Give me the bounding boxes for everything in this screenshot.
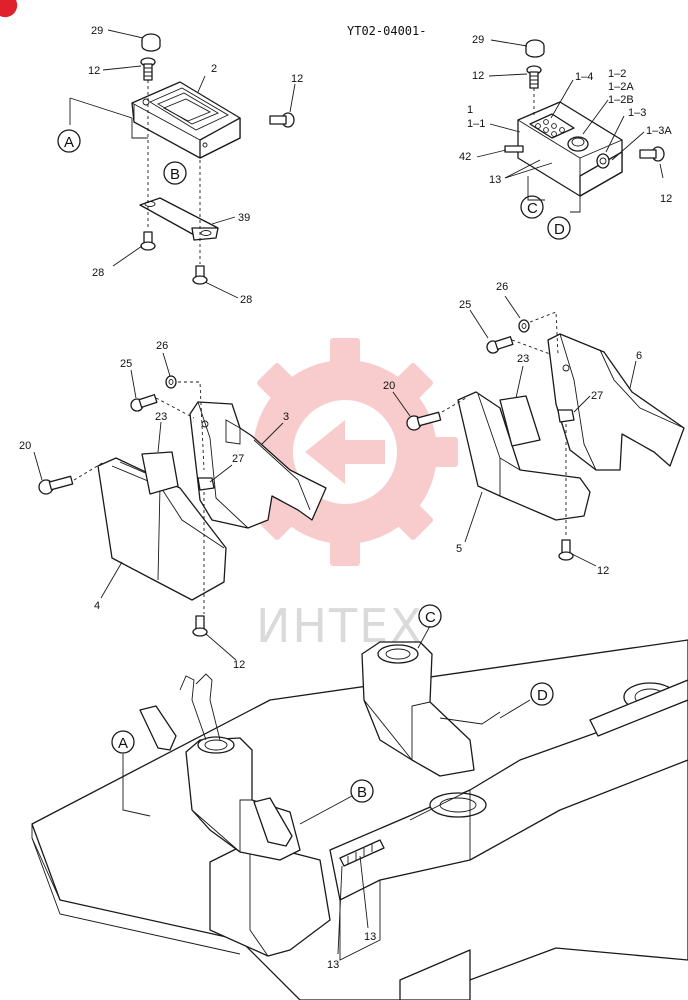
label-25-b: 25: [459, 299, 471, 311]
label-1-3A: 1–3A: [646, 125, 672, 137]
callout-B-bottom: B: [350, 779, 374, 803]
label-20-b: 20: [383, 380, 395, 392]
label-23-a: 23: [155, 411, 167, 423]
part-5-cover: [457, 391, 591, 521]
svg-text:A: A: [118, 735, 128, 752]
part-23-plate: [141, 451, 179, 495]
callout-C-bottom: C: [418, 604, 442, 628]
svg-text:D: D: [554, 221, 565, 238]
bolt-20-b: [406, 411, 442, 431]
bolt-12-c: [526, 65, 542, 89]
part-23-plate-b: [499, 395, 541, 447]
label-13-a: 13: [489, 174, 501, 186]
label-12-a: 12: [88, 65, 100, 77]
label-4: 4: [94, 600, 100, 612]
callout-D-top: D: [547, 216, 571, 240]
callout-A-bottom: A: [111, 730, 135, 754]
label-12-b: 12: [291, 73, 303, 85]
washer-26-a: [165, 375, 177, 389]
label-1-1: 1–1: [467, 118, 485, 130]
callout-C-top: C: [520, 195, 544, 219]
part-2-cover: [131, 81, 241, 159]
label-42: 42: [459, 151, 471, 163]
part-number-labels: 29 12 2 12 39 28 28 29 12 1–4 1–2 1–2A 1…: [19, 25, 672, 971]
label-39: 39: [238, 212, 250, 224]
callout-D-bottom: D: [530, 682, 554, 706]
right-tower: [361, 641, 501, 777]
part-6-bracket: [547, 333, 685, 471]
label-26-b: 26: [496, 281, 508, 293]
label-1-2B: 1–2B: [608, 94, 634, 106]
part-1-control-box: [517, 101, 623, 197]
label-29-a: 29: [91, 25, 103, 37]
drawing-code: YT02-04001-: [347, 24, 426, 38]
nut-27-a: [197, 477, 215, 491]
connector-13-strip: [339, 839, 385, 867]
label-1-4: 1–4: [575, 71, 593, 83]
label-28-b: 28: [240, 294, 252, 306]
part-3-bracket: [189, 401, 327, 529]
label-3: 3: [283, 411, 289, 423]
bolt-28-a: [140, 231, 156, 251]
svg-text:C: C: [425, 609, 436, 626]
bolt-29-a: [141, 33, 161, 52]
label-5: 5: [456, 543, 462, 555]
label-12-c: 12: [472, 70, 484, 82]
svg-text:A: A: [64, 134, 74, 151]
label-12-d: 12: [660, 193, 672, 205]
nut-27-b: [557, 409, 575, 423]
bolt-12-f: [558, 539, 574, 561]
label-27-a: 27: [232, 453, 244, 465]
label-28-a: 28: [92, 267, 104, 279]
washer-26-b: [518, 319, 530, 333]
label-12-e: 12: [233, 659, 245, 671]
label-1-2A: 1–2A: [608, 81, 634, 93]
label-25-a: 25: [120, 358, 132, 370]
bolt-28-b: [192, 265, 208, 285]
left-tower: [139, 673, 301, 861]
label-26-a: 26: [156, 340, 168, 352]
corner-badge: [0, 0, 18, 18]
label-1-2: 1–2: [608, 68, 626, 80]
label-13-c: 13: [364, 931, 376, 943]
chassis-base: [31, 639, 688, 1000]
label-6: 6: [636, 350, 642, 362]
bolt-12-d: [639, 146, 665, 162]
label-12-f: 12: [597, 565, 609, 577]
label-1-3: 1–3: [628, 107, 646, 119]
bolt-12-b: [269, 112, 295, 128]
bolt-29-b: [525, 39, 545, 58]
svg-text:B: B: [357, 784, 367, 801]
svg-text:D: D: [537, 687, 548, 704]
label-2: 2: [211, 63, 217, 75]
part-39-bracket: [139, 197, 219, 241]
bolt-12-a: [140, 57, 156, 81]
callout-B-top: B: [163, 161, 187, 185]
label-13-b: 13: [327, 959, 339, 971]
bolt-20-a: [38, 475, 74, 495]
label-29-b: 29: [472, 34, 484, 46]
label-20-a: 20: [19, 440, 31, 452]
pin-42: [504, 145, 524, 153]
label-27-b: 27: [591, 390, 603, 402]
bolt-25-b: [486, 336, 514, 354]
label-1: 1: [467, 104, 473, 116]
bolt-25-a: [130, 394, 158, 412]
svg-text:B: B: [170, 166, 180, 183]
bolt-12-e: [192, 615, 208, 637]
label-23-b: 23: [517, 353, 529, 365]
callout-A-top: A: [57, 129, 81, 153]
svg-text:C: C: [527, 200, 538, 217]
